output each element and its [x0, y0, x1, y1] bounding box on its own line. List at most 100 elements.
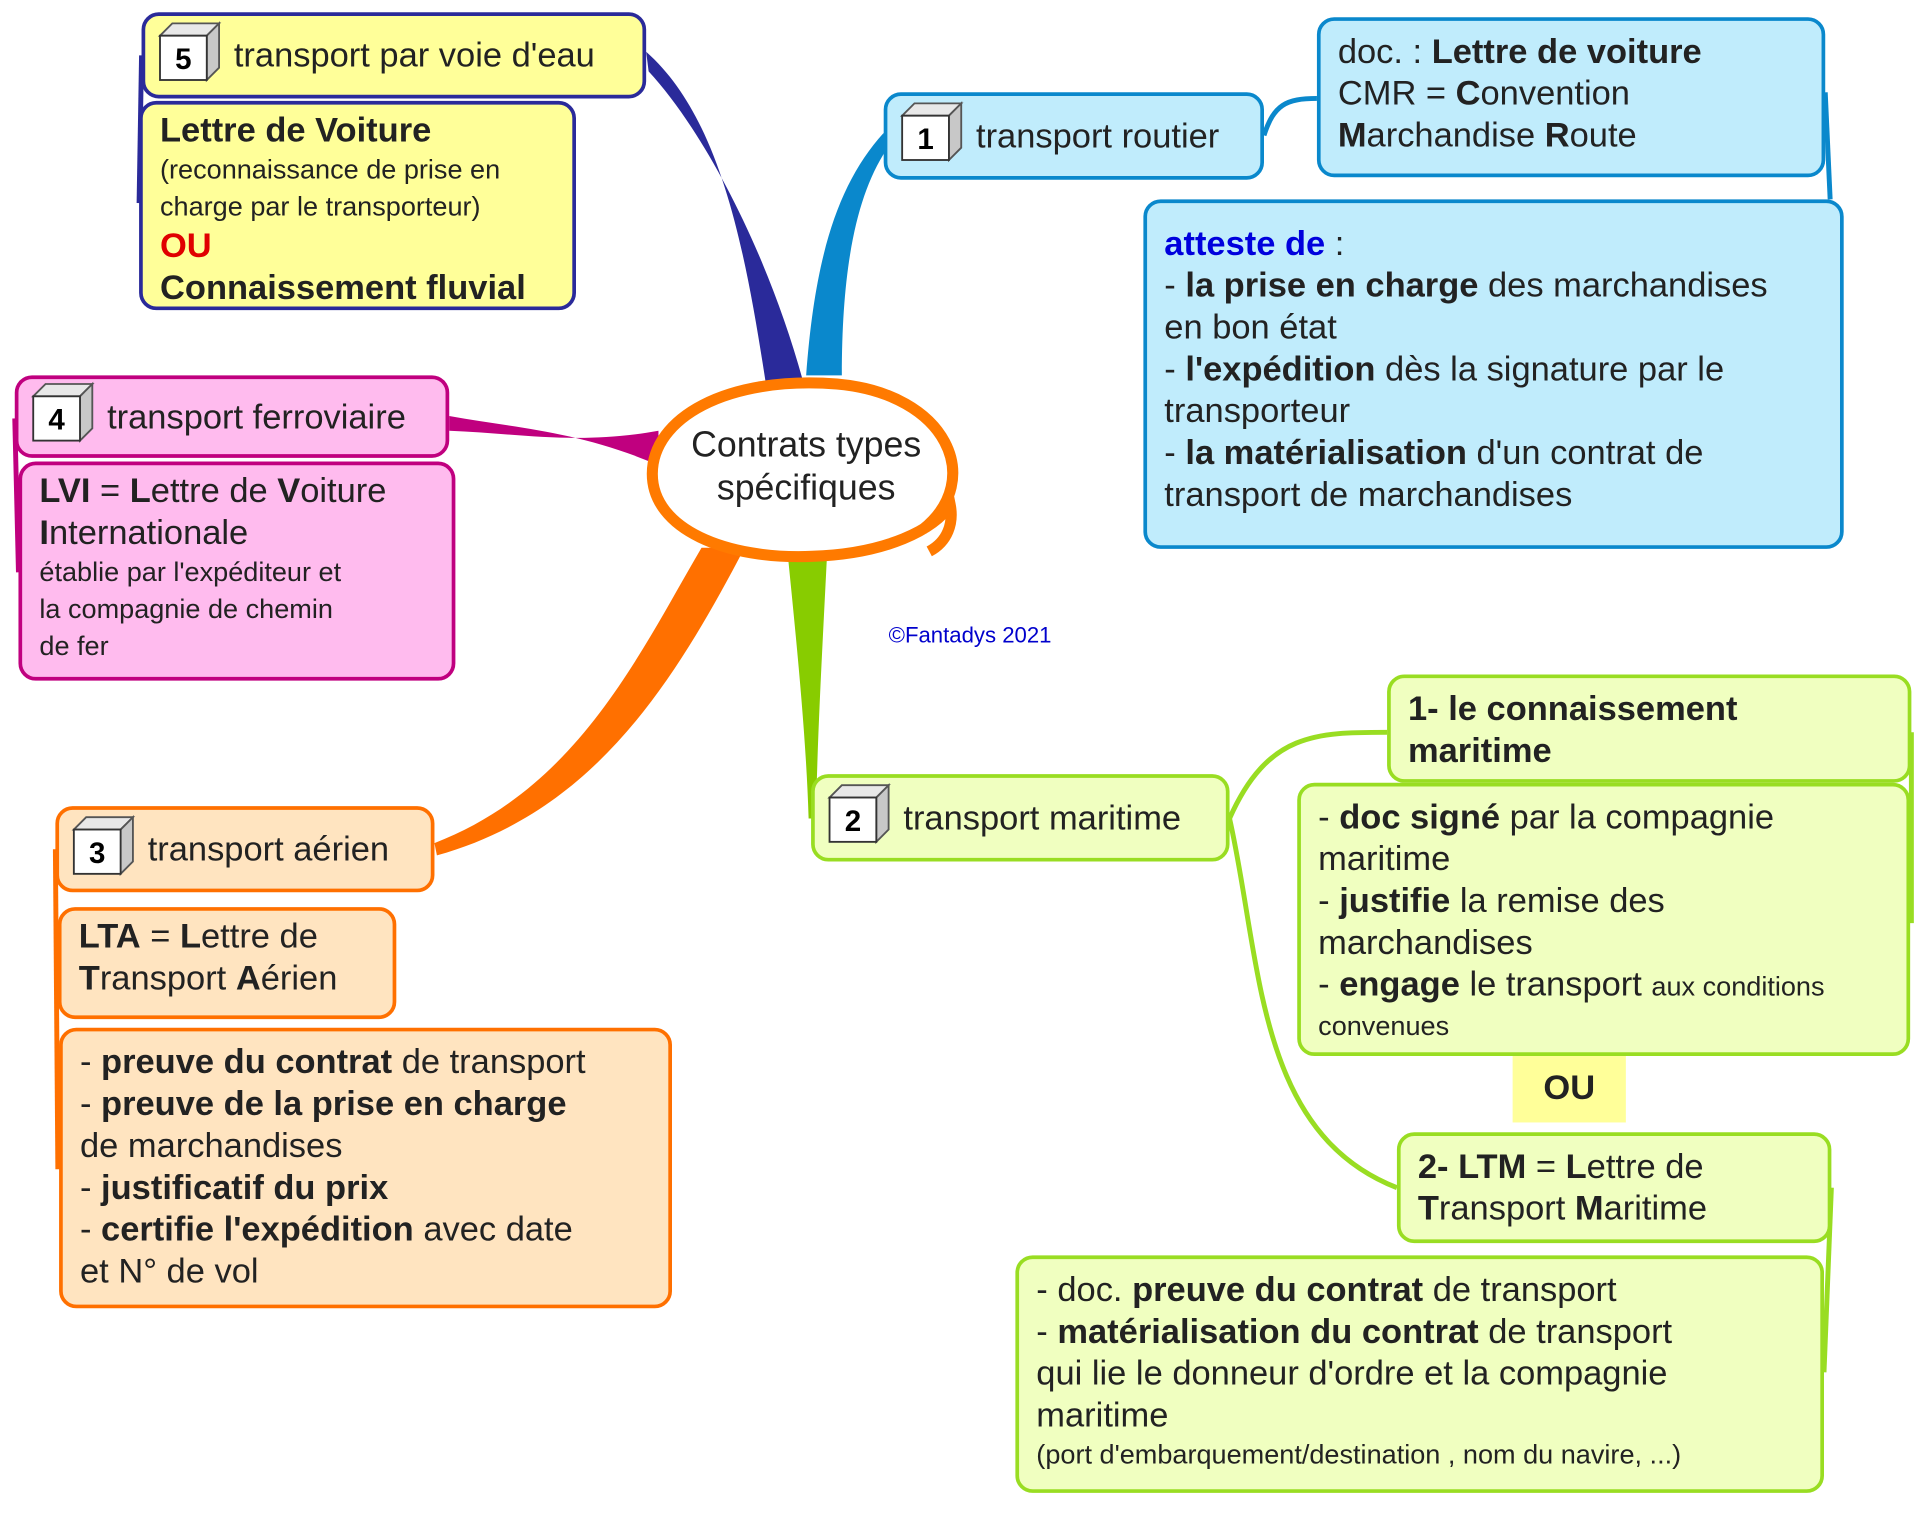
- center-line: Contrats types: [691, 425, 922, 466]
- text: archandise: [1366, 115, 1545, 154]
- text: -: [80, 1084, 102, 1123]
- bold-text: preuve du contrat: [1132, 1270, 1424, 1309]
- text: =: [1526, 1147, 1566, 1186]
- text-line: 2- LTM = Lettre de: [1418, 1146, 1811, 1188]
- text-line: et N° de vol: [80, 1250, 651, 1292]
- text-line: atteste de :: [1164, 223, 1822, 265]
- text: de transport: [1478, 1312, 1673, 1351]
- text: -: [80, 1042, 102, 1081]
- text: nternationale: [48, 513, 249, 552]
- number-cube-icon: 2: [825, 780, 904, 855]
- text: -: [1164, 433, 1186, 472]
- text-line: - certifie l'expédition avec date: [80, 1209, 651, 1251]
- text: OU: [160, 226, 212, 265]
- branch-rail: [449, 416, 659, 466]
- text-line: la compagnie de chemin: [39, 591, 434, 628]
- topic-title: transport par voie d'eau: [233, 35, 595, 74]
- text-line: maritime: [1036, 1394, 1803, 1436]
- bold-text: la prise en charge: [1185, 265, 1479, 305]
- note-air-transport: - preuve du contrat de transport- preuve…: [59, 1027, 673, 1309]
- text: érien: [260, 958, 338, 997]
- bold-text: L: [179, 916, 202, 956]
- text: convenues: [1318, 1010, 1450, 1042]
- text-line: - l'expédition dès la signature par le: [1164, 348, 1822, 390]
- bold-text: matérialisation du contrat: [1057, 1312, 1479, 1351]
- text: -: [1318, 797, 1340, 836]
- text: -: [1036, 1312, 1058, 1351]
- branch-road: [806, 132, 887, 376]
- bold-text: M: [1337, 115, 1367, 154]
- text: oute: [1569, 115, 1637, 154]
- text: de marchandises: [80, 1126, 343, 1165]
- connector-sea-sub2: [1227, 817, 1398, 1190]
- bold-text: A: [235, 958, 261, 997]
- topic-air-transport[interactable]: 3 transport aérien: [55, 806, 435, 893]
- bold-text: certifie l'expédition: [101, 1209, 414, 1249]
- bold-text: M: [1574, 1188, 1604, 1228]
- branch-sea: [787, 553, 828, 819]
- text-line: Lettre de Voiture: [160, 110, 555, 152]
- topic-title: transport aérien: [147, 829, 390, 868]
- bold-text: V: [277, 471, 301, 510]
- bold-text: 2- LTM: [1417, 1147, 1527, 1186]
- text: -: [80, 1209, 102, 1249]
- text: (reconnaissance de prise en: [160, 153, 501, 185]
- text-line: maritime: [1318, 838, 1889, 880]
- text-line: établie par l'expéditeur et: [39, 554, 434, 591]
- text: de transport: [1423, 1270, 1617, 1309]
- text: d'un contrat de: [1466, 433, 1704, 472]
- text-line: - justificatif du prix: [80, 1167, 651, 1209]
- text: atteste de: [1164, 224, 1326, 263]
- text: la compagnie de chemin: [39, 593, 333, 625]
- text-line: qui lie le donneur d'ordre et la compagn…: [1036, 1353, 1803, 1395]
- copyright: ©Fantadys 2021: [888, 622, 1052, 648]
- text: de fer: [39, 630, 109, 661]
- topic-title: transport routier: [976, 116, 1220, 155]
- topic-rail-transport[interactable]: 4 transport ferroviaire: [14, 375, 450, 458]
- topic-water-transport[interactable]: 5 transport par voie d'eau: [141, 12, 647, 99]
- text-line: (reconnaissance de prise en: [160, 151, 555, 188]
- connector-road-note: [1822, 92, 1833, 200]
- text: qui lie le donneur d'ordre et la compagn…: [1036, 1353, 1668, 1393]
- svg-text:4: 4: [48, 404, 65, 437]
- text-line: de fer: [39, 628, 434, 665]
- text: le transport: [1459, 964, 1652, 1004]
- number-cube-icon: 5: [155, 18, 234, 93]
- text: en bon état: [1164, 307, 1337, 346]
- topic-title: transport maritime: [903, 798, 1182, 837]
- text-line: - doc. preuve du contrat de transport: [1036, 1269, 1803, 1311]
- bold-text: justifie: [1339, 881, 1451, 920]
- bold-text: 1- le connaissement: [1408, 689, 1738, 728]
- connector-air-notes: [52, 849, 61, 1170]
- bold-text: doc signé: [1339, 797, 1501, 836]
- topic-sea-transport[interactable]: 2 transport maritime: [811, 774, 1230, 862]
- branch-water: [646, 51, 803, 382]
- text-line: LTA = Lettre de: [79, 916, 376, 958]
- text: -: [1318, 881, 1340, 920]
- text-line: - justifie la remise des: [1318, 880, 1889, 922]
- text-line: - matérialisation du contrat de transpor…: [1036, 1311, 1803, 1353]
- bold-text: maritime: [1408, 731, 1552, 770]
- bold-text: I: [39, 513, 49, 552]
- text-line: transporteur: [1164, 390, 1822, 432]
- text: aux conditions: [1651, 971, 1825, 1002]
- text: maritime: [1036, 1395, 1169, 1434]
- text: oiture: [300, 471, 387, 510]
- topic-title: transport ferroviaire: [107, 396, 406, 436]
- text: transporteur: [1164, 391, 1351, 430]
- bold-text: justificatif du prix: [101, 1168, 389, 1207]
- branch-air: [434, 547, 745, 856]
- topic-road-transport[interactable]: 1 transport routier: [883, 92, 1265, 180]
- text-line: Marchandise Route: [1338, 114, 1804, 156]
- bold-text: T: [1417, 1188, 1439, 1228]
- svg-text:1: 1: [917, 123, 933, 156]
- text: ransport: [1438, 1188, 1575, 1228]
- text-line: Transport Aérien: [79, 958, 376, 1000]
- center-oval: [646, 377, 959, 563]
- text-line: (port d'embarquement/destination , nom d…: [1036, 1436, 1803, 1473]
